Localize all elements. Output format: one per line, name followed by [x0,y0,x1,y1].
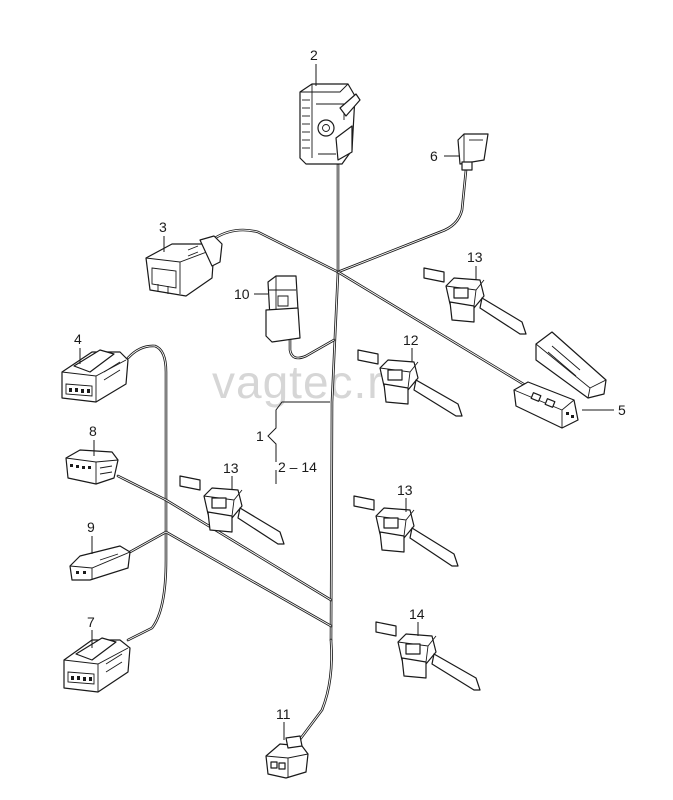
callout-13-right: 13 [397,482,413,498]
connector-7-icon [63,637,131,693]
callout-14: 14 [409,606,425,622]
connector-4-icon [61,349,129,403]
connector-9-icon [69,545,131,581]
connector-5-icon [513,331,607,429]
connector-8-icon [65,449,119,485]
cable-tie-14-icon [375,621,481,691]
connector-10-icon [265,275,301,343]
connector-6-icon [457,133,489,171]
callout-11: 11 [276,706,291,722]
cable-tie-13-left-icon [179,475,285,545]
callout-13-upper: 13 [467,249,483,265]
callout-10: 10 [234,286,250,302]
callout-7: 7 [87,614,95,630]
wiring-harness [116,163,527,744]
callout-8: 8 [89,423,97,439]
callout-9: 9 [87,519,95,535]
callout-12: 12 [403,332,419,348]
connector-2-icon [299,83,361,165]
cable-tie-12-icon [357,349,463,417]
leader-lines [79,64,614,740]
callout-6: 6 [430,148,438,164]
connector-3-icon [145,235,223,297]
watermark-text: vagteс.ru [212,356,410,408]
callout-3: 3 [159,219,167,235]
cable-tie-13-upper-icon [423,267,527,335]
callout-4: 4 [74,331,82,347]
connector-11-icon [265,735,309,779]
callout-range: 2 – 14 [278,459,317,475]
callout-labels: 2 3 6 10 4 8 9 7 11 5 13 12 13 13 14 1 2… [74,47,626,722]
callout-13-left: 13 [223,460,239,476]
cable-tie-13-right-icon [353,495,459,567]
callout-2: 2 [310,47,318,63]
callout-1: 1 [256,428,264,444]
callout-5: 5 [618,402,626,418]
